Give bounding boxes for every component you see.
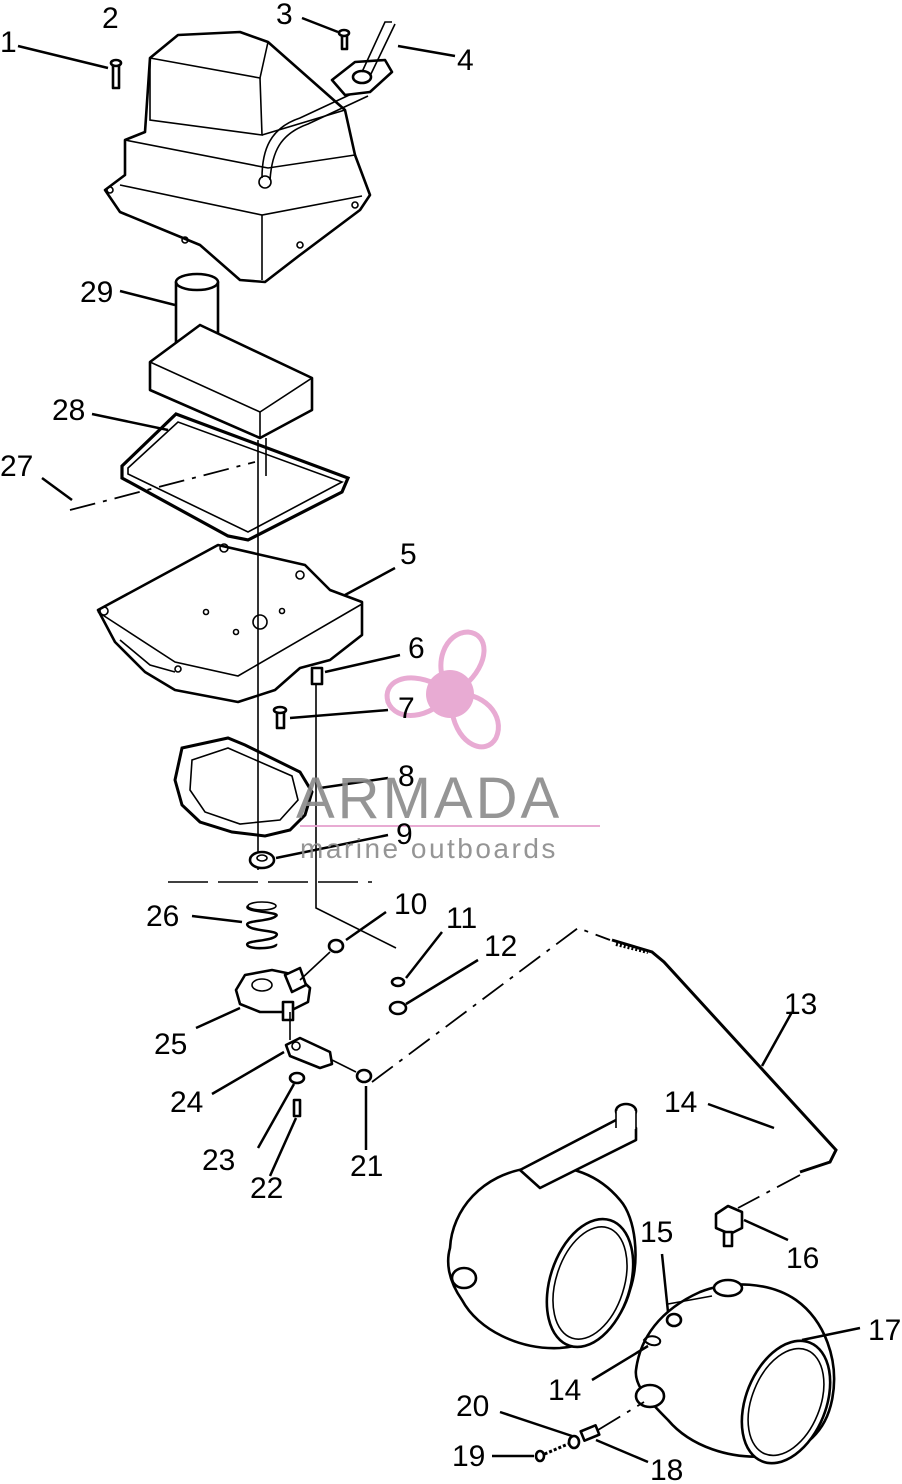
part-26-spring — [191, 901, 279, 950]
callout-25: 25 — [154, 1028, 187, 1061]
part-21-ball-joint — [331, 926, 611, 1150]
callout-26: 26 — [146, 900, 179, 933]
brand-name: ARMADA — [296, 766, 562, 831]
part-14-clip-upper — [707, 1102, 801, 1209]
part-16-link — [714, 1204, 789, 1248]
callout-11: 11 — [446, 902, 477, 935]
part-25-cam — [195, 966, 312, 1030]
part-29-solenoid — [119, 272, 314, 480]
callout-6: 6 — [408, 632, 425, 665]
propeller-icon — [384, 629, 501, 750]
part-14-clip-lower — [591, 1335, 662, 1382]
callout-13: 13 — [784, 988, 817, 1021]
part-1-screw — [17, 44, 123, 90]
part-15-connector — [660, 1253, 713, 1328]
callout-14-lower: 14 — [548, 1374, 581, 1407]
callout-20: 20 — [456, 1390, 489, 1423]
callout-3: 3 — [276, 0, 293, 31]
callout-19: 19 — [452, 1440, 485, 1473]
part-23-washer — [256, 1071, 306, 1149]
part-9-nut — [248, 833, 389, 870]
part-3-screw — [301, 16, 351, 51]
callout-14-upper: 14 — [664, 1086, 697, 1119]
part-22-screw — [268, 1098, 302, 1177]
callout-22: 22 — [250, 1172, 283, 1205]
callout-8: 8 — [398, 760, 415, 793]
part-17-nozzle — [634, 1278, 861, 1465]
callout-10: 10 — [394, 888, 427, 921]
part-24-lever — [211, 1012, 334, 1096]
part-13-rod — [611, 938, 838, 1174]
callout-17: 17 — [868, 1314, 901, 1347]
callout-18: 18 — [650, 1454, 683, 1484]
part-5-base-plate — [96, 543, 396, 704]
callout-1: 1 — [0, 26, 17, 59]
callout-9: 9 — [396, 818, 413, 851]
callout-12: 12 — [484, 930, 517, 963]
callout-24: 24 — [170, 1086, 203, 1119]
part-6-stud — [310, 653, 401, 900]
callout-23: 23 — [202, 1144, 235, 1177]
callout-4: 4 — [457, 44, 474, 77]
part-7-screw — [272, 705, 389, 730]
callout-27: 27 — [0, 450, 33, 483]
part-8-gasket — [173, 736, 389, 838]
callout-15: 15 — [640, 1216, 673, 1249]
part-28-gasket — [91, 412, 351, 542]
armada-logo: ARMADA marine outboards — [296, 629, 600, 864]
callout-16: 16 — [786, 1242, 819, 1275]
callout-5: 5 — [400, 538, 417, 571]
callout-21: 21 — [350, 1150, 383, 1183]
part-4-grommet — [330, 21, 456, 97]
callout-29: 29 — [80, 276, 113, 309]
callout-2: 2 — [102, 2, 119, 35]
part-27-pin — [41, 461, 256, 511]
part-2-cover — [103, 30, 372, 284]
part-11-12-washers — [315, 900, 479, 1016]
callout-28: 28 — [52, 394, 85, 427]
brand-tagline: marine outboards — [300, 833, 558, 864]
nozzle-upper — [446, 1102, 638, 1350]
part-18-19-20-fasteners — [492, 1401, 649, 1464]
callout-7: 7 — [398, 692, 415, 725]
part-10-nut — [299, 910, 387, 981]
